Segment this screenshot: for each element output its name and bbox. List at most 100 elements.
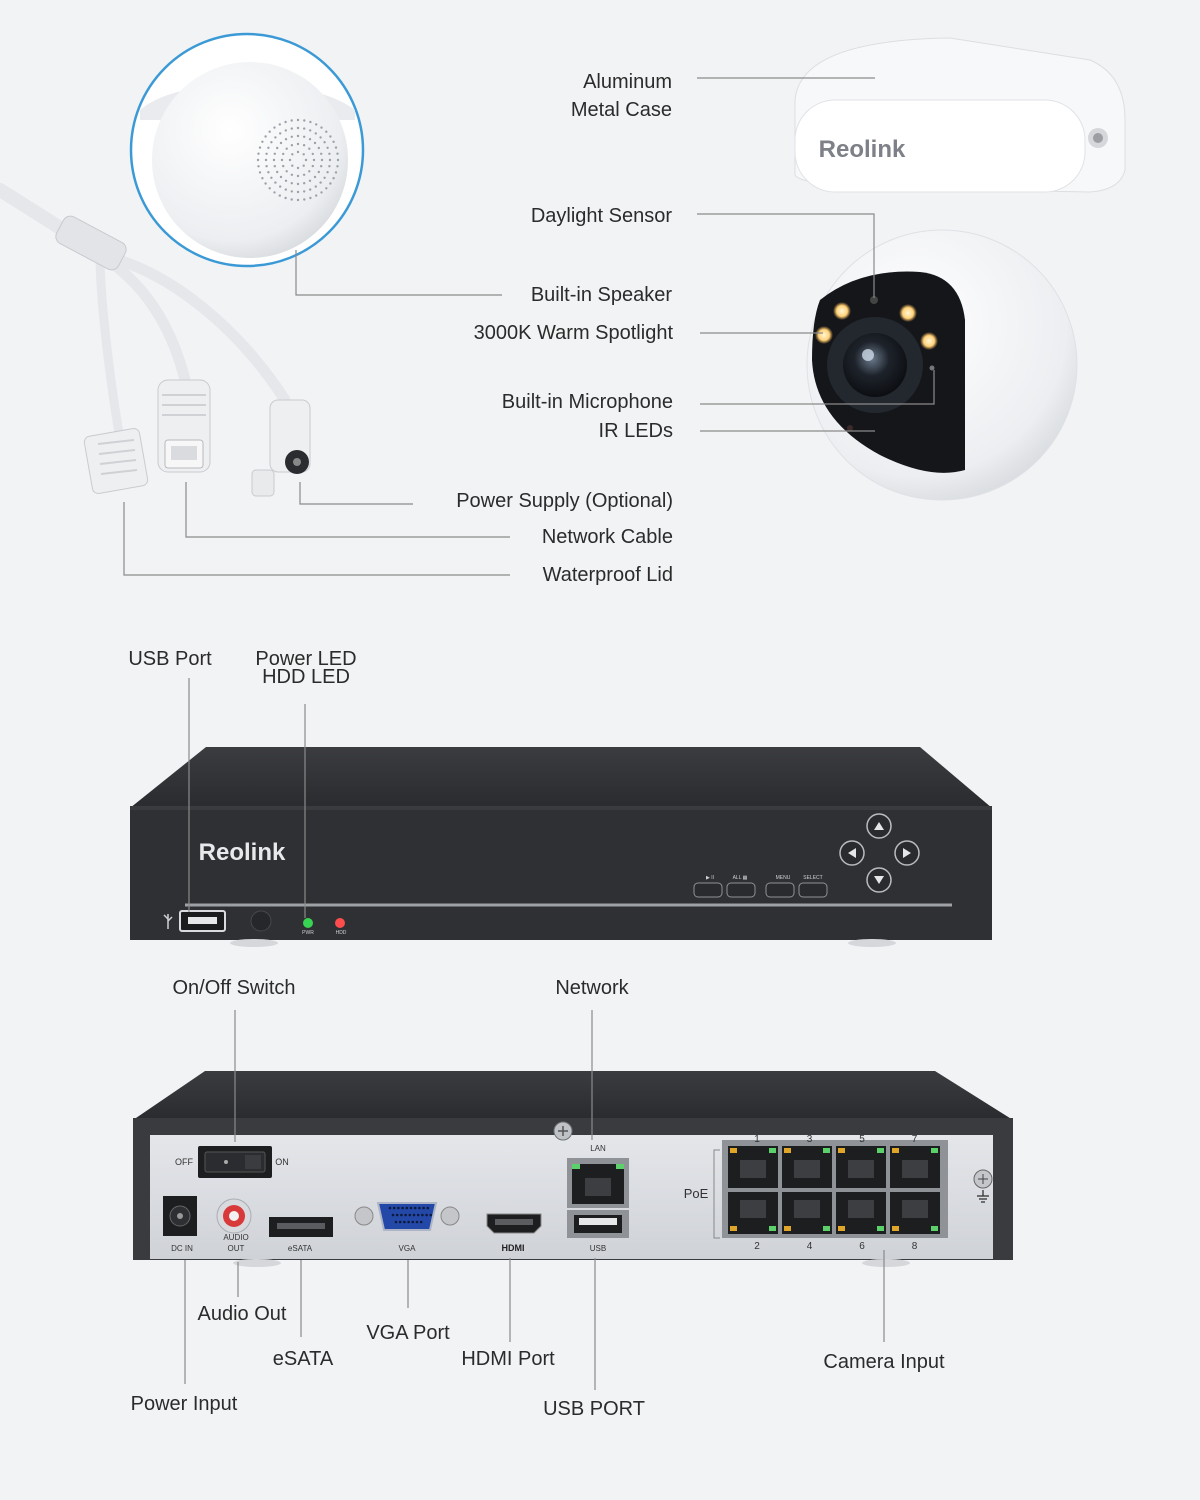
- power-connector: [251, 399, 311, 497]
- esata-port[interactable]: [269, 1217, 333, 1237]
- ground-icon: [977, 1190, 989, 1203]
- power-switch[interactable]: [198, 1146, 272, 1178]
- speaker-hole: [323, 141, 326, 144]
- speaker-hole: [280, 158, 284, 162]
- label-daylight-sensor: Daylight Sensor: [530, 205, 672, 227]
- hdd-led: [335, 918, 345, 928]
- speaker-hole: [257, 152, 260, 155]
- poe-port-number: 6: [859, 1241, 865, 1252]
- play-pause-button[interactable]: [693, 882, 723, 898]
- switch-on-label: ON: [275, 1157, 289, 1167]
- vga-pin: [418, 1206, 421, 1210]
- speaker-hole: [284, 179, 288, 182]
- speaker-hole: [302, 153, 305, 156]
- dpad-up-button[interactable]: [866, 813, 892, 839]
- vga-pin: [395, 1213, 399, 1217]
- dc-in-port[interactable]: [163, 1196, 197, 1236]
- speaker-hole: [270, 176, 273, 179]
- poe-port-number: 5: [859, 1134, 865, 1145]
- vga-pin: [425, 1213, 428, 1217]
- dpad-down-button[interactable]: [866, 867, 892, 893]
- speaker-hole: [258, 146, 262, 149]
- nvr-back: OFF ON DC IN AUDIO OUT eSATA: [133, 1010, 1013, 1390]
- speaker-hole: [296, 174, 300, 178]
- speaker-hole: [279, 185, 282, 188]
- speaker-hole: [296, 166, 300, 170]
- speaker-hole: [302, 144, 306, 147]
- speaker-hole: [276, 170, 279, 174]
- speaker-hole: [288, 158, 292, 162]
- label-power-input: Power Input: [130, 1393, 238, 1415]
- label-vga-port: VGA Port: [366, 1322, 450, 1344]
- front-leader-lines: [188, 678, 306, 918]
- poe-port-led: [784, 1148, 791, 1153]
- speaker-hole: [264, 158, 268, 162]
- poe-port-led: [730, 1226, 737, 1231]
- dpad-right-button[interactable]: [894, 840, 920, 866]
- audio-out-port[interactable]: [216, 1198, 252, 1234]
- speaker-hole: [332, 140, 335, 143]
- audio-out-label-1: AUDIO: [223, 1233, 248, 1242]
- label-power-led: Power LED: [255, 648, 357, 670]
- hdmi-port[interactable]: [486, 1213, 542, 1234]
- menu-button[interactable]: [765, 882, 795, 898]
- speaker-hole: [290, 190, 293, 193]
- vga-pin: [409, 1206, 413, 1210]
- usb-panel-label: USB: [590, 1244, 606, 1253]
- speaker-hole: [279, 132, 282, 135]
- poe-port-socket: [740, 1200, 766, 1218]
- speaker-hole: [290, 173, 294, 176]
- speaker-hole: [303, 190, 306, 193]
- speaker-hole: [296, 126, 300, 130]
- speaker-hole: [284, 129, 287, 132]
- speaker-hole: [320, 126, 323, 129]
- speaker-hole: [336, 158, 340, 162]
- label-front-usb-port: USB Port: [128, 648, 212, 670]
- dpad-left-button[interactable]: [839, 840, 865, 866]
- speaker-hole: [274, 181, 277, 184]
- vga-pin: [412, 1213, 416, 1217]
- speaker-hole: [303, 127, 306, 130]
- speaker-hole: [285, 147, 288, 150]
- speaker-hole: [273, 165, 276, 168]
- speaker-hole: [308, 179, 312, 182]
- speaker-hole: [329, 135, 332, 138]
- speaker-hole: [317, 170, 320, 174]
- network-cable-connector: [157, 379, 211, 473]
- vga-port[interactable]: [354, 1202, 460, 1231]
- select-button[interactable]: [798, 882, 828, 898]
- speaker-hole: [257, 165, 260, 168]
- speaker-magnifier: [129, 32, 365, 268]
- speaker-hole: [258, 171, 262, 174]
- speaker-hole: [334, 171, 338, 174]
- speaker-hole: [309, 188, 312, 191]
- speaker-hole: [296, 142, 300, 146]
- rear-usb-port[interactable]: [567, 1210, 629, 1238]
- ir-receiver: [250, 910, 272, 932]
- label-ir-leds: IR LEDs: [598, 420, 673, 442]
- camera-brand-logo: Reolink: [819, 136, 906, 163]
- lan-port[interactable]: [567, 1158, 629, 1208]
- label-camera-input: Camera Input: [823, 1351, 945, 1373]
- speaker-hole: [303, 119, 306, 122]
- all-button[interactable]: [726, 882, 756, 898]
- poe-port-socket: [902, 1160, 928, 1178]
- poe-port-led: [730, 1148, 737, 1153]
- speaker-hole: [290, 135, 293, 138]
- nvr-front: Reolink PWR HDD ▶ II ALL ▦ MENU SELECT: [130, 678, 992, 947]
- nvr-brand-logo: Reolink: [199, 839, 286, 866]
- warm-spotlight-leds: [815, 302, 938, 350]
- speaker-hole: [320, 191, 323, 194]
- speaker-hole: [313, 141, 317, 145]
- speaker-hole: [264, 135, 267, 138]
- speaker-hole: [303, 135, 306, 138]
- vga-pin: [391, 1213, 395, 1217]
- poe-port-led: [823, 1226, 830, 1231]
- poe-port-block: [722, 1140, 948, 1238]
- vga-pin: [429, 1213, 433, 1217]
- speaker-hole: [304, 158, 308, 162]
- speaker-hole: [291, 164, 294, 167]
- pwr-led-label: PWR: [302, 930, 314, 936]
